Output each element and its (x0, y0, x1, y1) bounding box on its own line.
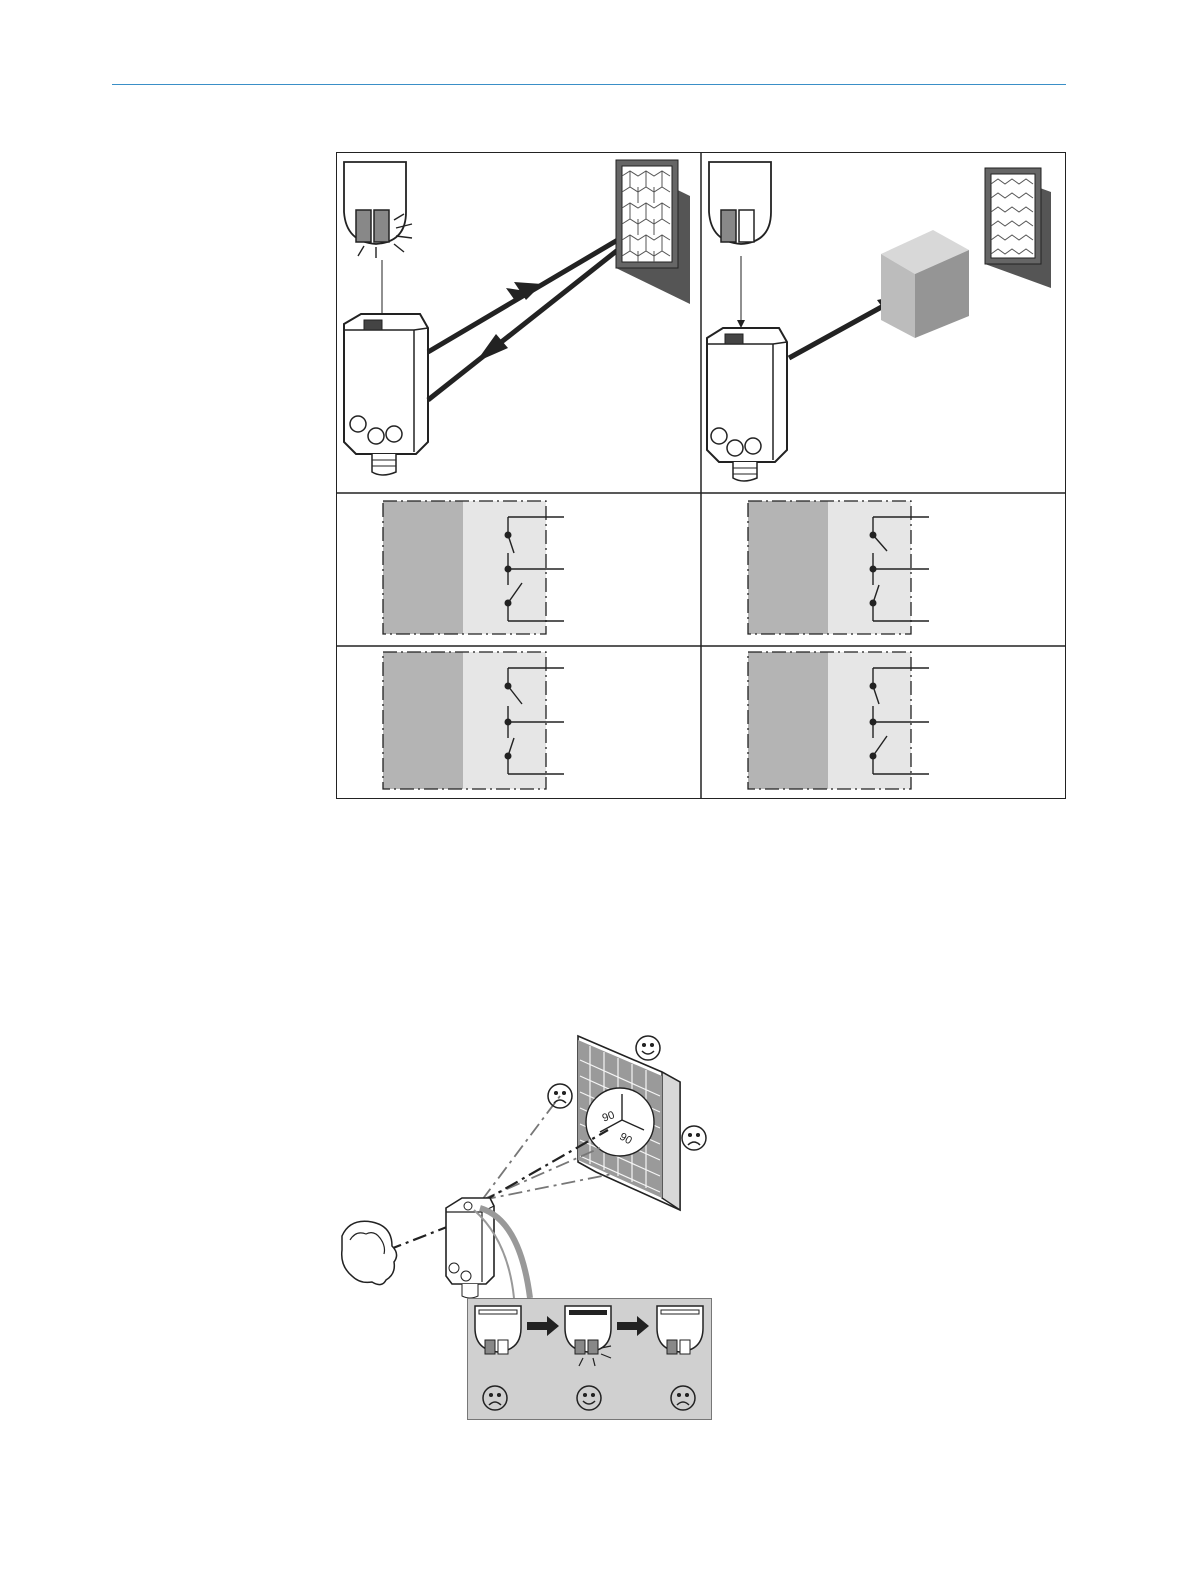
face-sad-right-icon (682, 1126, 706, 1150)
led-on-icon (565, 1306, 611, 1366)
face-happy-top-icon (636, 1036, 660, 1060)
face-happy-icon (577, 1386, 601, 1410)
face-sad-icon (671, 1386, 695, 1410)
arrow-right-icon (527, 1316, 559, 1336)
led-sequence-illustration (467, 1298, 712, 1420)
person-head-icon (342, 1221, 397, 1284)
led-off-icon (657, 1306, 703, 1354)
reflector-plate-icon: 90 90 (578, 1036, 680, 1210)
arrow-right-icon (617, 1316, 649, 1336)
face-sad-icon (483, 1386, 507, 1410)
led-off-icon (475, 1306, 521, 1354)
